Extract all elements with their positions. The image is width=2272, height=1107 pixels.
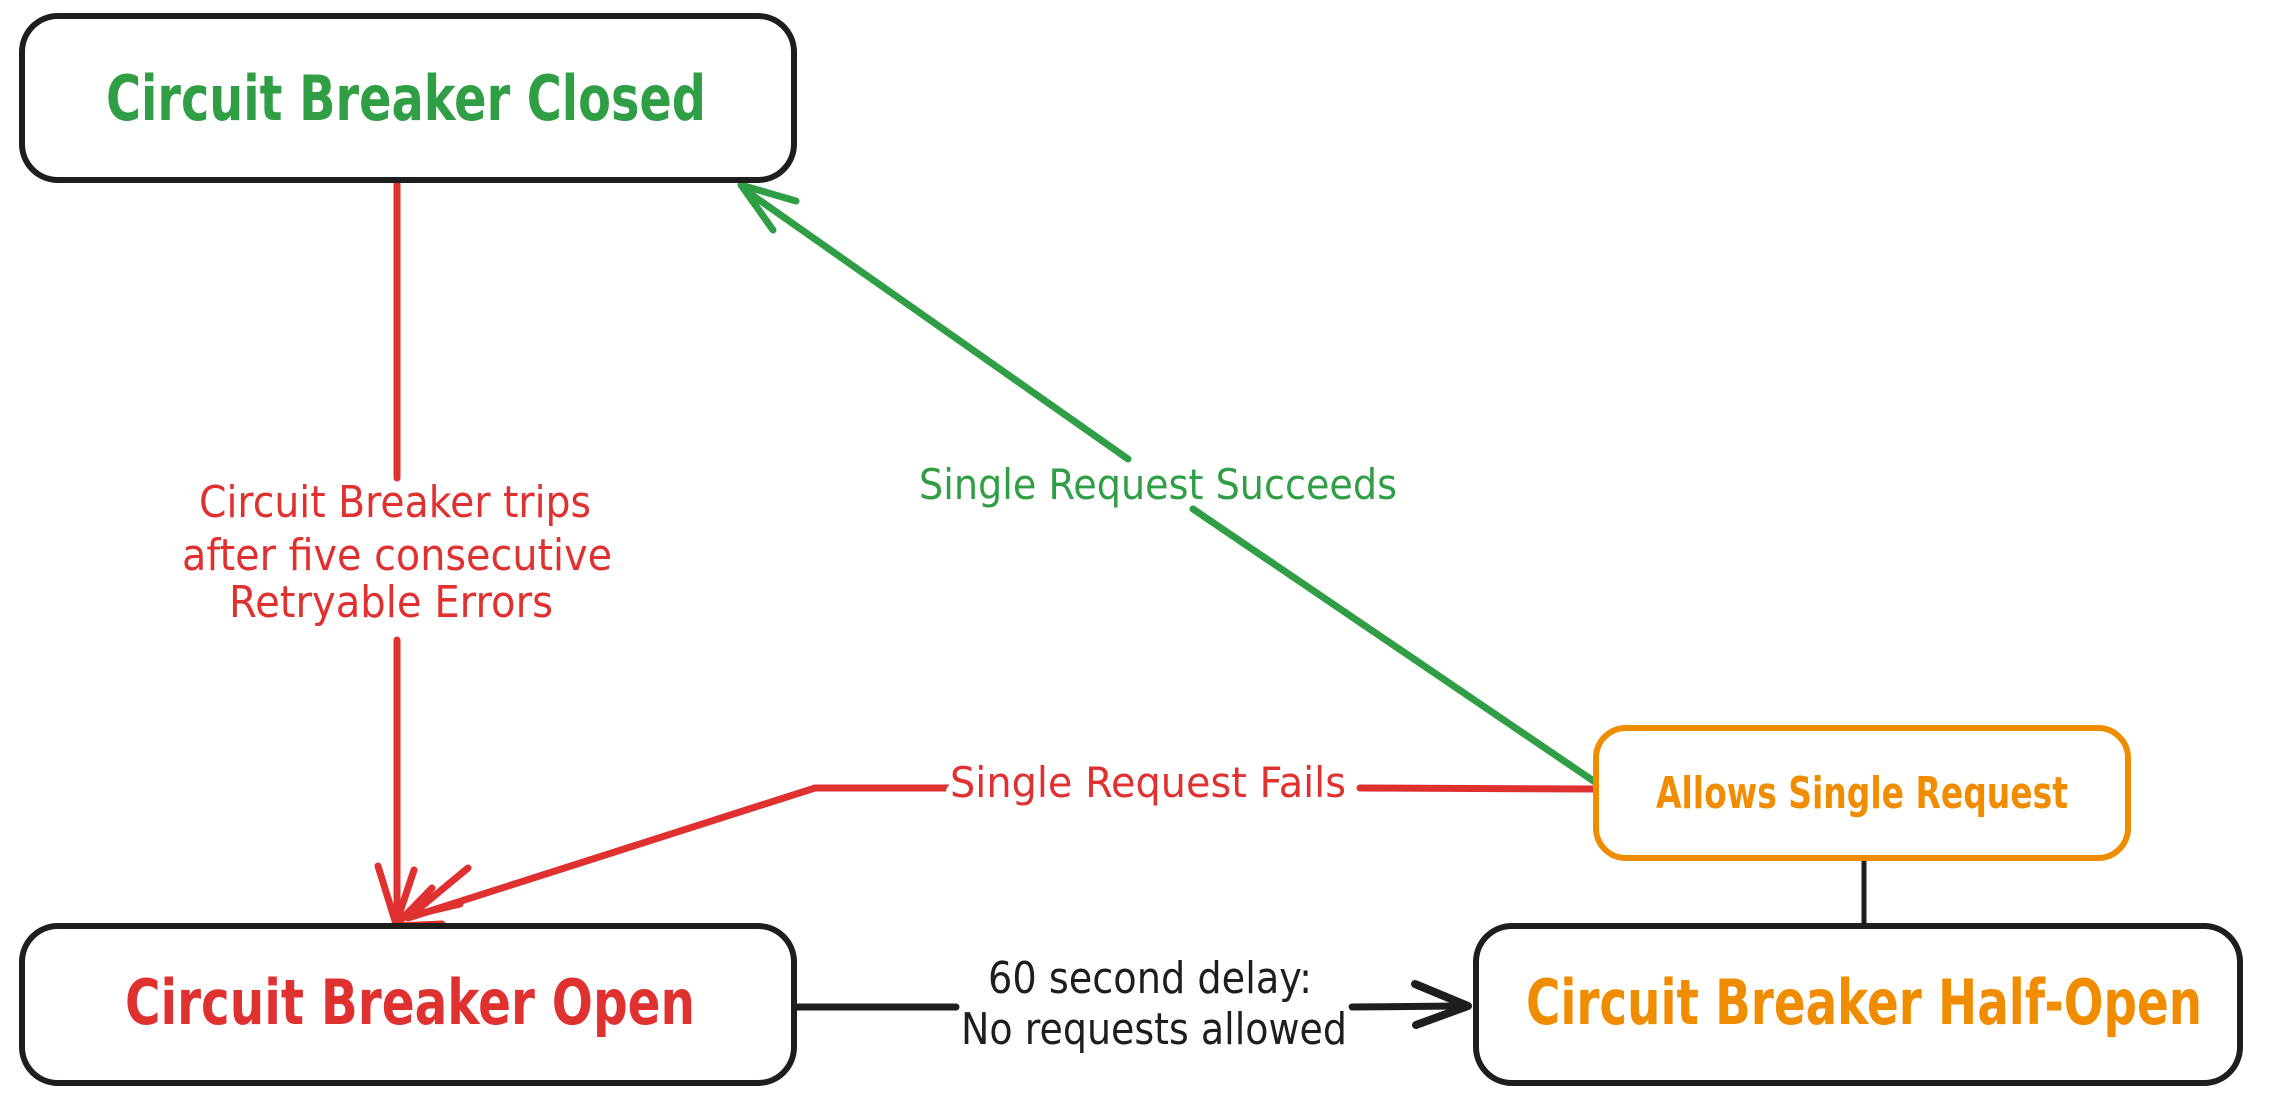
edge-fails-label: Single Request Fails: [950, 758, 1346, 807]
trips-label-line3: Retryable Errors: [229, 577, 553, 628]
succeeds-line-upper: [741, 186, 1132, 463]
fails-arrowhead: [406, 864, 472, 920]
trips-arrowhead: [374, 862, 446, 930]
node-allows-single-request-box: [1593, 725, 2131, 861]
delay-arrowhead: [1411, 980, 1472, 1029]
fails-line-right: [1356, 784, 1600, 793]
node-half-open-box: [1473, 923, 2243, 1086]
node-half-open-label: Circuit Breaker Half-Open: [1526, 966, 2202, 1039]
succeeds-arrowhead: [737, 181, 800, 234]
node-open-box: [19, 923, 797, 1086]
edge-succeeds-arrow: [737, 181, 1599, 786]
node-open-label: Circuit Breaker Open: [125, 966, 695, 1039]
edge-trips-label: Circuit Breaker trips after five consecu…: [175, 470, 619, 635]
succeeds-line-lower: [1189, 505, 1599, 786]
edge-fails-arrow: [404, 784, 1600, 922]
delay-label-line1: 60 second delay:: [988, 953, 1312, 1004]
edge-delay-label: 60 second delay: No requests allowed: [954, 946, 1354, 1062]
node-allows-single-request-label: Allows Single Request: [1656, 768, 2068, 819]
fails-line-left: [404, 784, 952, 922]
edge-delay-arrow: [790, 980, 1472, 1029]
edge-trips-arrow: [374, 180, 446, 930]
delay-line-right: [1348, 1002, 1462, 1011]
trips-label-line1: Circuit Breaker trips: [199, 477, 591, 528]
node-closed-box: [19, 13, 797, 183]
edge-succeeds-label: Single Request Succeeds: [919, 460, 1397, 509]
trips-label-line2: after five consecutive: [182, 530, 612, 581]
node-closed-label: Circuit Breaker Closed: [106, 62, 706, 135]
delay-label-line2: No requests allowed: [961, 1004, 1347, 1055]
